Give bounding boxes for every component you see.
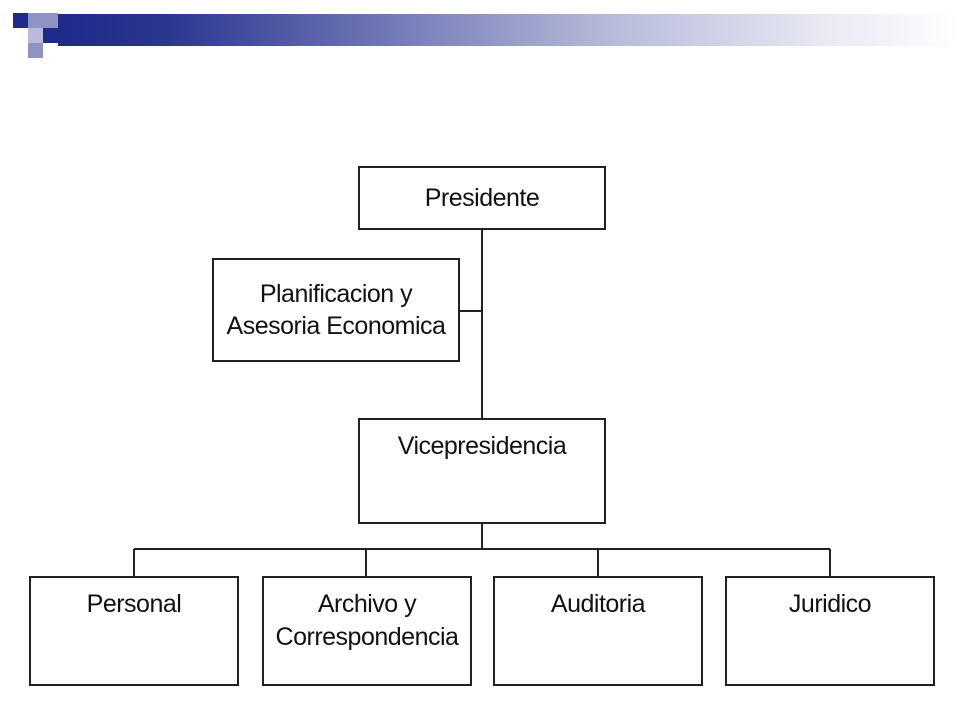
node-label: Planificacion y Asesoria Economica [226, 279, 446, 341]
node-label: Personal [86, 590, 182, 618]
header-gradient-band [58, 14, 960, 46]
decorative-square [28, 28, 43, 43]
decorative-square [28, 43, 43, 58]
node-label: Vicepresidencia [397, 432, 567, 460]
node-vicepresidencia: Vicepresidencia [358, 418, 606, 524]
node-label: Juridico [788, 590, 872, 618]
decorative-square [13, 13, 28, 28]
node-label: Presidente [424, 183, 540, 212]
node-personal: Personal [29, 576, 239, 686]
node-planificacion: Planificacion y Asesoria Economica [212, 258, 460, 362]
node-auditoria: Auditoria [493, 576, 703, 686]
node-label: Auditoria [550, 590, 646, 618]
decorative-square [43, 28, 58, 43]
node-label: Archivo y Correspondencia [275, 590, 459, 651]
node-archivo: Archivo y Correspondencia [262, 576, 472, 686]
node-juridico: Juridico [725, 576, 935, 686]
decorative-square [43, 13, 58, 28]
node-presidente: Presidente [358, 166, 606, 230]
decorative-square [28, 13, 43, 28]
